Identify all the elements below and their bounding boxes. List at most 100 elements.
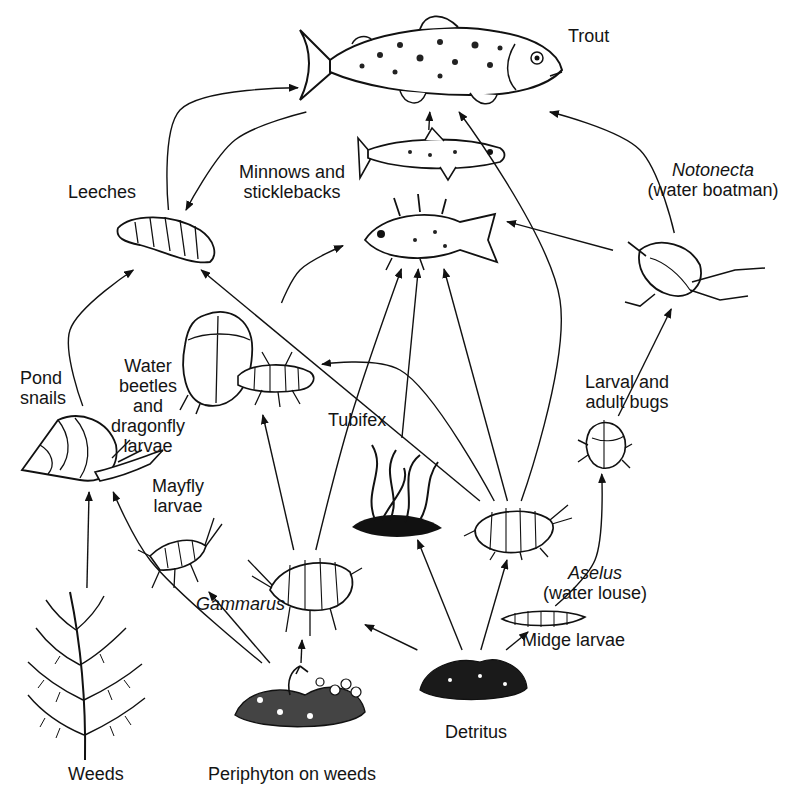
water-beetle-wing xyxy=(188,316,250,403)
minnow-spot xyxy=(408,150,412,154)
organism-node: Detritus xyxy=(418,652,528,702)
stickleback-spines xyxy=(394,194,446,216)
organism-node: Trout xyxy=(300,15,565,110)
trout-spot xyxy=(377,52,383,58)
organism-node: Leeches xyxy=(112,212,218,268)
organism-node: Water beetles and dragonfly larvae xyxy=(180,305,320,413)
organism-label: Water beetles and dragonfly larvae xyxy=(106,356,190,456)
organism-node: Notonecta(water boatman) xyxy=(615,235,765,307)
trout-spot xyxy=(393,70,398,75)
minnow-body xyxy=(368,140,505,169)
organism-label: Aselus xyxy=(540,563,650,583)
trout-fin xyxy=(420,16,458,29)
weed-leaves xyxy=(28,596,145,735)
organism-node: Pond snails xyxy=(15,408,165,490)
water-beetle-body xyxy=(183,312,252,406)
feeding-arrow xyxy=(201,270,480,501)
organism-label: Minnows and sticklebacks xyxy=(222,162,362,202)
aselus-body xyxy=(475,511,553,552)
periphyton-cell xyxy=(257,697,263,703)
organism-node: Tubifex xyxy=(352,440,442,538)
dragonfly-larva-segments xyxy=(254,366,299,392)
trout-fin xyxy=(400,91,426,103)
feeding-arrow xyxy=(444,269,507,501)
detritus-heap xyxy=(420,660,527,700)
organism-label: Trout xyxy=(568,26,648,46)
trout-tail xyxy=(300,30,332,100)
minnow-eye xyxy=(487,149,493,155)
trout-fin xyxy=(470,93,497,104)
snail-whorls xyxy=(40,418,88,478)
detritus-speck xyxy=(448,678,452,682)
feeding-arrow xyxy=(459,112,561,501)
aselus-legs xyxy=(464,505,572,560)
stickleback-body xyxy=(365,214,497,262)
periphyton-cell xyxy=(316,678,324,686)
organism-node: Periphyton on weeds xyxy=(232,665,367,730)
feeding-arrow xyxy=(263,415,294,550)
feeding-arrow xyxy=(316,269,402,550)
stickleback-spines xyxy=(386,258,424,270)
water-beetle-legs xyxy=(180,395,200,414)
feeding-arrow xyxy=(322,362,494,501)
trout-spot xyxy=(438,74,443,79)
organism-node: Mayfly larvae xyxy=(135,515,215,590)
periphyton-mat xyxy=(235,687,365,726)
trout-mouth xyxy=(550,72,562,76)
organism-node: Aselus(water louse) xyxy=(468,503,563,558)
bug-wing xyxy=(592,420,624,468)
mayfly-larva-legs xyxy=(138,518,222,588)
organism-label: Gammarus xyxy=(196,594,286,614)
minnow-spot xyxy=(428,153,432,157)
stickleback-eye xyxy=(377,230,385,238)
trout-fin xyxy=(352,37,372,44)
trout-spot xyxy=(417,55,424,62)
organism-label: Mayfly larvae xyxy=(136,476,220,516)
dragonfly-larva-body xyxy=(238,365,314,392)
organism-label: Larval and adult bugs xyxy=(572,372,682,412)
trout-spot xyxy=(498,46,503,51)
organism-label: (water boatman) xyxy=(623,180,800,200)
feeding-arrow xyxy=(301,640,302,663)
periphyton-cell xyxy=(341,679,351,689)
dragonfly-larva-legs xyxy=(255,352,300,407)
water-boatman-body xyxy=(639,243,701,296)
feeding-arrow xyxy=(428,112,430,130)
tubifex-mud xyxy=(352,515,442,537)
water-boatman-wing xyxy=(650,258,690,290)
midge-larva-segments xyxy=(515,611,567,627)
trout-spot xyxy=(437,39,443,45)
trout-spot xyxy=(397,42,403,48)
organism-label: Leeches xyxy=(68,182,158,202)
feeding-arrow xyxy=(481,560,507,650)
feeding-arrow xyxy=(113,492,262,663)
organism-label: Midge larvae xyxy=(522,630,652,650)
minnow-fin xyxy=(440,167,456,180)
leech-body xyxy=(117,217,214,262)
detritus-speck xyxy=(503,682,507,686)
detritus-speck xyxy=(478,674,482,678)
organism-node: Larval and adult bugs xyxy=(578,418,630,472)
trout-spot xyxy=(472,42,479,49)
organism-node: Weeds xyxy=(20,590,150,760)
trout-eye xyxy=(531,52,543,64)
trout-pupil xyxy=(535,56,540,61)
stickleback-spot xyxy=(443,244,447,248)
trout-gill xyxy=(508,44,516,90)
stickleback-spot xyxy=(413,238,417,242)
organism-label: Weeds xyxy=(68,764,148,784)
minnow-fin xyxy=(425,128,444,141)
organism-node: Midge larvae xyxy=(500,608,588,630)
trout-spot xyxy=(487,62,493,68)
feeding-arrow xyxy=(402,269,418,438)
midge-larva-body xyxy=(502,611,585,625)
mayfly-larva-body xyxy=(150,540,206,570)
feeding-arrow xyxy=(281,246,343,303)
bug-legs xyxy=(578,440,632,468)
bug-body xyxy=(586,423,625,469)
feeding-arrow xyxy=(550,112,674,233)
leech-segments xyxy=(135,217,198,259)
organism-label: Detritus xyxy=(445,722,535,742)
